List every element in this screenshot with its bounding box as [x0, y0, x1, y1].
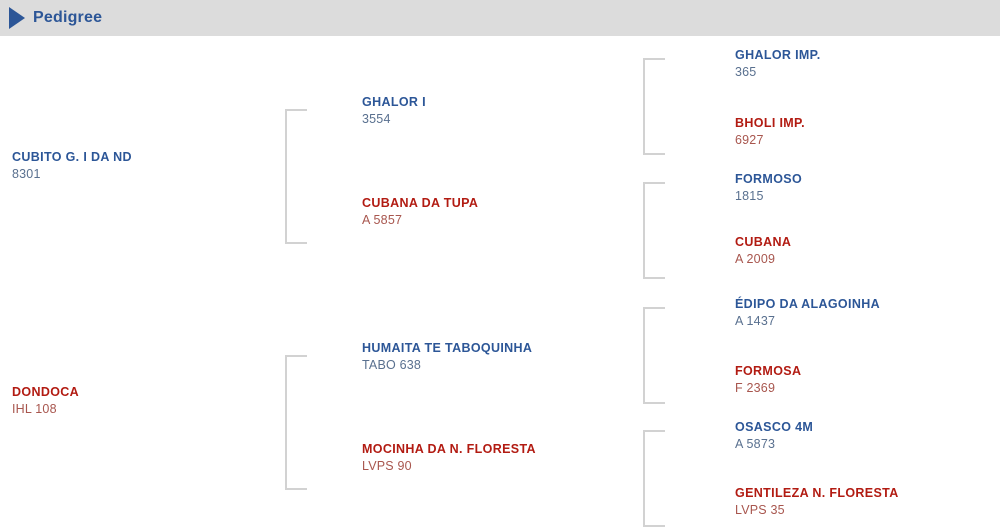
- pedigree-node-gen3-1[interactable]: BHOLI IMP. 6927: [735, 115, 805, 149]
- animal-name[interactable]: GENTILEZA N. FLORESTA: [735, 486, 899, 500]
- animal-name[interactable]: CUBANA DA TUPA: [362, 196, 479, 210]
- animal-name[interactable]: GHALOR I: [362, 95, 426, 109]
- animal-registration: IHL 108: [12, 402, 57, 416]
- pedigree-node-gen2-0[interactable]: GHALOR I 3554: [362, 94, 426, 128]
- animal-name[interactable]: CUBANA: [735, 235, 792, 249]
- pedigree-bracket-gen2-bottom: [285, 355, 307, 490]
- pedigree-node-gen3-3[interactable]: CUBANA A 2009: [735, 234, 791, 268]
- animal-name[interactable]: GHALOR IMP.: [735, 48, 821, 62]
- animal-name[interactable]: HUMAITA TE TABOQUINHA: [362, 341, 533, 355]
- pedigree-header-bar: Pedigree: [0, 0, 1000, 36]
- animal-name[interactable]: CUBITO G. I DA ND: [12, 150, 132, 164]
- pedigree-node-gen2-1[interactable]: CUBANA DA TUPA A 5857: [362, 195, 478, 229]
- pedigree-bracket-gen3-2: [643, 182, 665, 279]
- page-title: Pedigree: [33, 9, 103, 26]
- pedigree-node-gen3-7[interactable]: GENTILEZA N. FLORESTA LVPS 35: [735, 485, 899, 519]
- animal-name[interactable]: BHOLI IMP.: [735, 116, 805, 130]
- animal-registration: A 1437: [735, 314, 776, 328]
- animal-registration: LVPS 90: [362, 459, 412, 473]
- animal-registration: 3554: [362, 112, 391, 126]
- animal-name[interactable]: FORMOSA: [735, 364, 802, 378]
- pedigree-bracket-gen3-3: [643, 307, 665, 404]
- animal-name[interactable]: MOCINHA DA N. FLORESTA: [362, 442, 536, 456]
- animal-name[interactable]: DONDOCA: [12, 385, 80, 399]
- pedigree-node-gen1-0[interactable]: CUBITO G. I DA ND 8301: [12, 149, 132, 183]
- pedigree-node-gen3-2[interactable]: FORMOSO 1815: [735, 171, 802, 205]
- pedigree-node-gen2-2[interactable]: HUMAITA TE TABOQUINHA TABO 638: [362, 340, 532, 374]
- animal-name[interactable]: ÉDIPO DA ALAGOINHA: [735, 297, 880, 311]
- animal-registration: LVPS 35: [735, 503, 785, 517]
- animal-name[interactable]: OSASCO 4M: [735, 420, 814, 434]
- animal-registration: 365: [735, 65, 757, 79]
- pedigree-node-gen2-3[interactable]: MOCINHA DA N. FLORESTA LVPS 90: [362, 441, 536, 475]
- pedigree-tree: CUBITO G. I DA ND 8301 DONDOCA IHL 108 G…: [0, 36, 1000, 530]
- pedigree-bracket-gen3-1: [643, 58, 665, 155]
- pedigree-bracket-gen3-4: [643, 430, 665, 527]
- animal-registration: A 2009: [735, 252, 776, 266]
- pedigree-node-gen3-0[interactable]: GHALOR IMP. 365: [735, 47, 821, 81]
- pedigree-node-gen3-5[interactable]: FORMOSA F 2369: [735, 363, 801, 397]
- pedigree-node-gen3-6[interactable]: OSASCO 4M A 5873: [735, 419, 813, 453]
- animal-name[interactable]: FORMOSO: [735, 172, 803, 186]
- animal-registration: A 5873: [735, 437, 776, 451]
- pedigree-bracket-gen2-top: [285, 109, 307, 244]
- triangle-right-icon: [9, 7, 25, 29]
- pedigree-node-gen3-4[interactable]: ÉDIPO DA ALAGOINHA A 1437: [735, 296, 880, 330]
- animal-registration: A 5857: [362, 213, 403, 227]
- animal-registration: 1815: [735, 189, 764, 203]
- pedigree-node-gen1-1[interactable]: DONDOCA IHL 108: [12, 384, 79, 418]
- animal-registration: TABO 638: [362, 358, 422, 372]
- animal-registration: 6927: [735, 133, 764, 147]
- animal-registration: 8301: [12, 167, 41, 181]
- animal-registration: F 2369: [735, 381, 776, 395]
